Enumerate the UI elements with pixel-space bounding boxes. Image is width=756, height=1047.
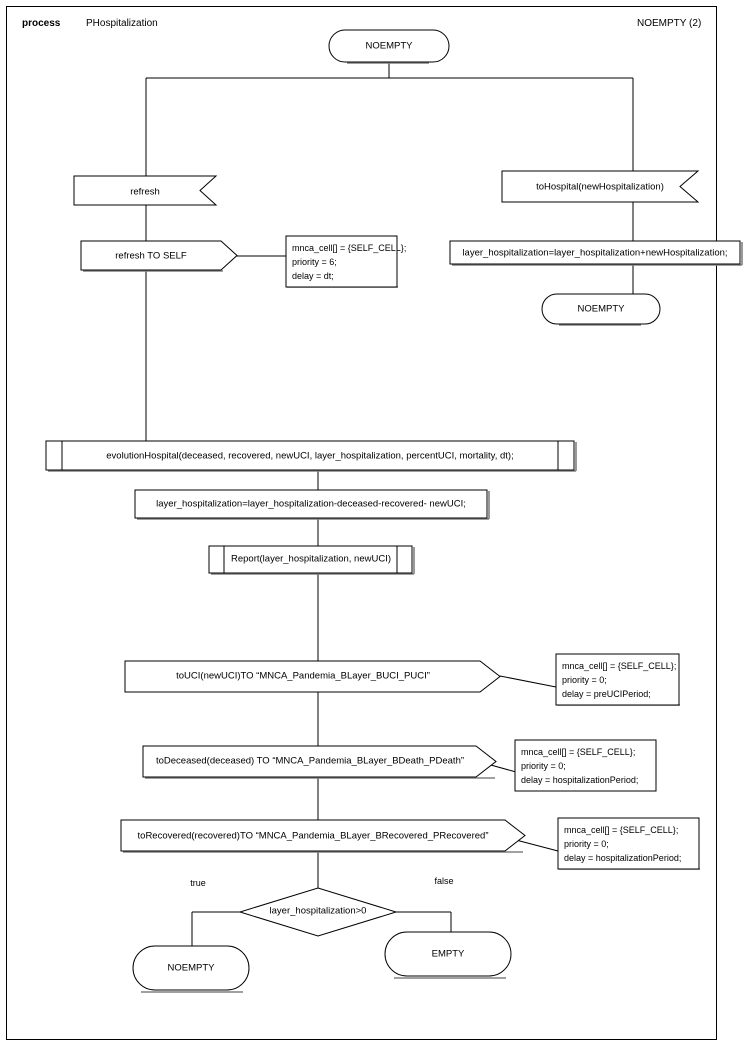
note-uci-line1: mnca_cell[] = {SELF_CELL}; — [562, 661, 677, 671]
shape-start-state[interactable] — [328, 29, 450, 63]
shadow-report — [211, 547, 415, 575]
start-state-label: NOEMPTY — [365, 40, 413, 52]
shape-decision[interactable] — [238, 887, 398, 937]
report-label: Report(layer_hospitalization, newUCI) — [231, 553, 391, 565]
refresh-to-self-label: refresh TO SELF — [115, 250, 187, 262]
shape-refresh-to-self[interactable] — [80, 240, 238, 271]
shadow-evolution — [48, 442, 577, 472]
shape-noempty-right[interactable] — [541, 293, 661, 325]
leader-recovered-note — [515, 839, 559, 852]
note-recovered: mnca_cell[] = {SELF_CELL}; priority = 0;… — [564, 823, 681, 865]
branch-label-false: false — [434, 876, 454, 886]
note-deceased-line1: mnca_cell[] = {SELF_CELL}; — [521, 747, 636, 757]
refresh-input-label: refresh — [130, 186, 160, 198]
shape-note-recovered — [557, 817, 700, 870]
shape-refresh-input[interactable] — [73, 175, 218, 206]
shape-note-uci — [555, 653, 680, 706]
shape-note-deceased — [514, 739, 657, 792]
subtract-hospitalization-label: layer_hospitalization=layer_hospitalizat… — [156, 498, 466, 510]
noempty-bottom-label: NOEMPTY — [167, 962, 215, 974]
noempty-right-label: NOEMPTY — [577, 303, 625, 315]
shape-evolution-hospital[interactable] — [45, 440, 575, 471]
shadow-subtract — [137, 491, 490, 520]
note-deceased-line3: delay = hospitalizationPeriod; — [521, 775, 639, 785]
note-uci-line2: priority = 0; — [562, 675, 607, 685]
note-deceased-line2: priority = 0; — [521, 761, 566, 771]
shape-report[interactable] — [208, 545, 413, 574]
note-deceased: mnca_cell[] = {SELF_CELL}; priority = 0;… — [521, 745, 638, 787]
note-recovered-line1: mnca_cell[] = {SELF_CELL}; — [564, 825, 679, 835]
shape-to-hospital-input[interactable] — [501, 170, 700, 203]
evolution-hospital-label: evolutionHospital(deceased, recovered, n… — [106, 450, 514, 462]
leader-uci-note — [499, 675, 557, 688]
header-keyword: process — [22, 18, 61, 29]
shape-subtract-hospitalization[interactable] — [134, 489, 488, 519]
note-refresh: mnca_cell[] = {SELF_CELL}; priority = 6;… — [292, 241, 406, 283]
page-title: PHospitalization — [86, 18, 158, 29]
note-refresh-line2: priority = 6; — [292, 257, 337, 267]
shape-empty-bottom[interactable] — [384, 931, 512, 977]
note-recovered-line2: priority = 0; — [564, 839, 609, 849]
empty-bottom-label: EMPTY — [431, 948, 465, 960]
add-hospitalization-label: layer_hospitalization=layer_hospitalizat… — [462, 247, 728, 259]
shape-to-recovered[interactable] — [120, 819, 526, 852]
to-uci-label: toUCI(newUCI)TO “MNCA_Pandemia_BLayer_BU… — [176, 670, 430, 682]
note-refresh-line1: mnca_cell[] = {SELF_CELL}; — [292, 243, 407, 253]
shape-to-uci[interactable] — [124, 660, 501, 693]
to-hospital-input-label: toHospital(newHospitalization) — [536, 181, 664, 193]
decision-label: layer_hospitalization>0 — [269, 905, 367, 917]
connector-lines — [145, 62, 634, 946]
branch-label-true: true — [190, 878, 206, 888]
header-state-label: NOEMPTY (2) — [637, 18, 702, 29]
note-recovered-line3: delay = hospitalizationPeriod; — [564, 853, 682, 863]
page-border — [6, 6, 717, 1040]
shape-to-deceased[interactable] — [142, 745, 497, 778]
to-recovered-label: toRecovered(recovered)TO “MNCA_Pandemia_… — [137, 830, 489, 842]
to-deceased-label: toDeceased(deceased) TO “MNCA_Pandemia_B… — [155, 755, 465, 767]
shape-noempty-bottom[interactable] — [132, 945, 250, 991]
note-uci: mnca_cell[] = {SELF_CELL}; priority = 0;… — [562, 659, 676, 701]
note-refresh-line3: delay = dt; — [292, 271, 334, 281]
shape-note-refresh — [285, 235, 398, 288]
note-uci-line3: delay = preUCIPeriod; — [562, 689, 651, 699]
shadow-assign-right — [452, 242, 743, 266]
shape-add-hospitalization[interactable] — [449, 240, 741, 265]
flowchart-shapes — [45, 29, 741, 991]
